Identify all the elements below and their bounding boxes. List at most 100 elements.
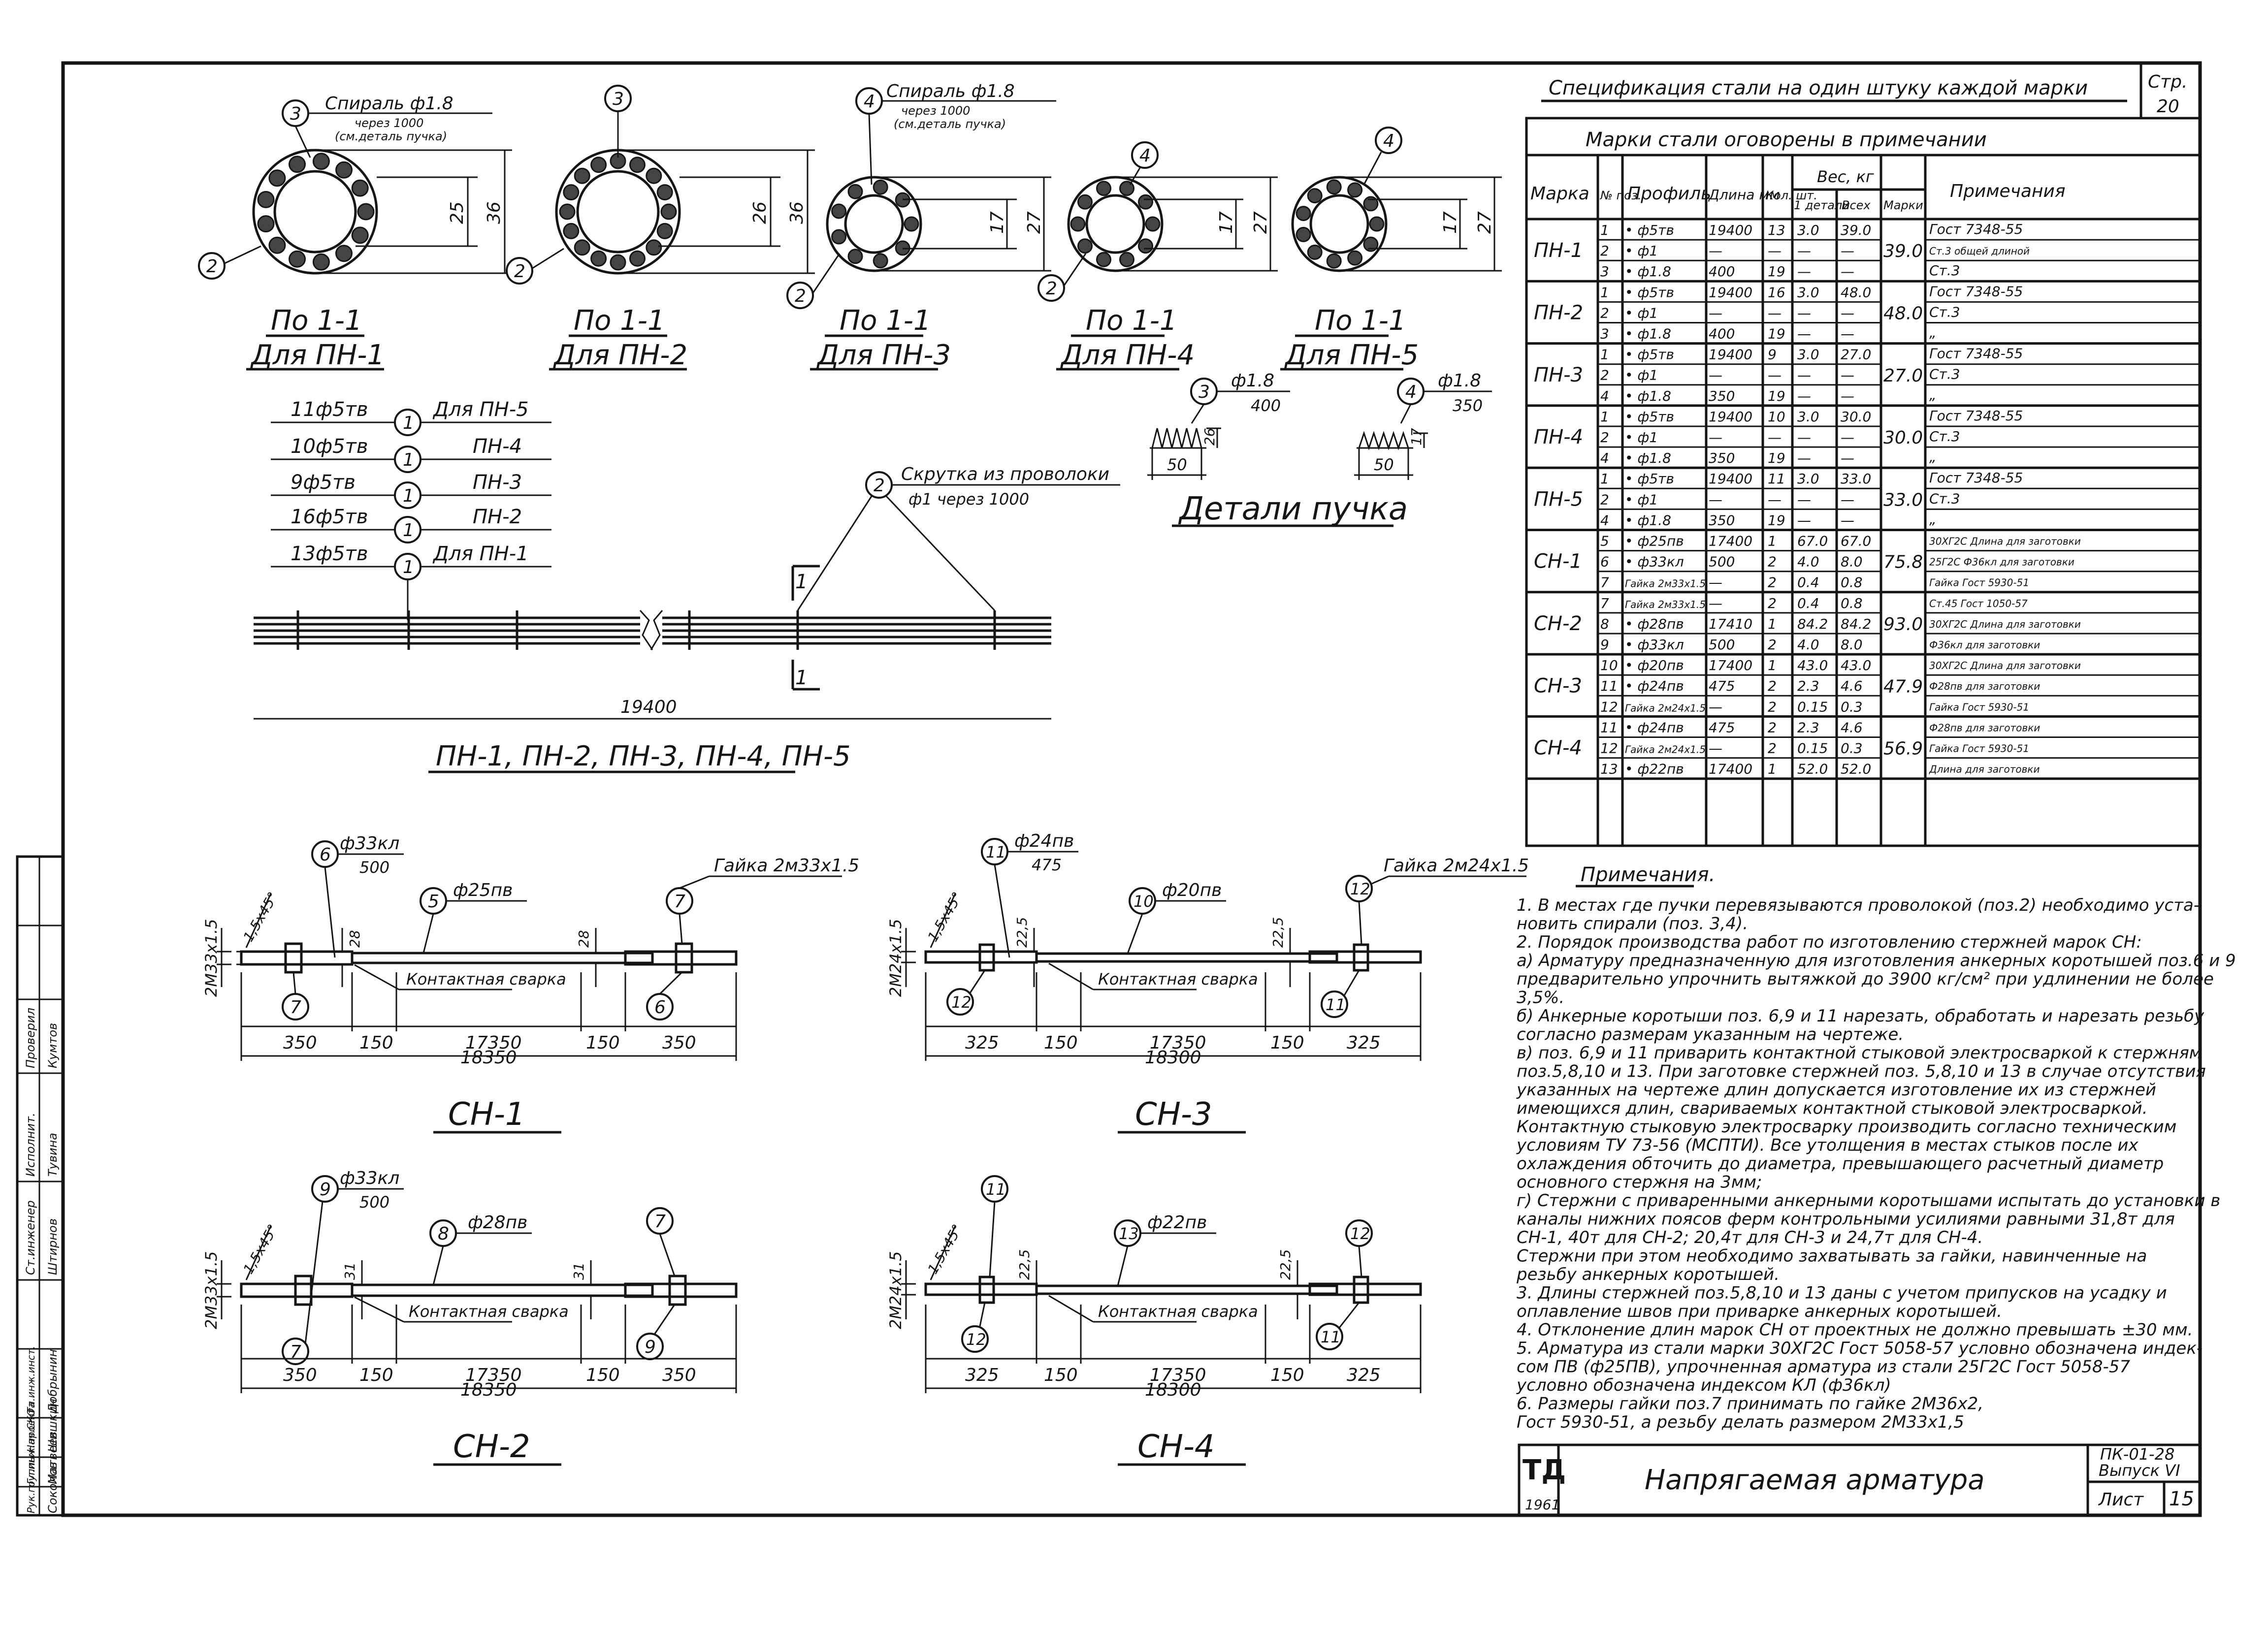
sn-1-nut: Гайка 2м33х1.5	[714, 856, 859, 876]
sn-3-nut: Гайка 2м24х1.5	[1384, 856, 1529, 876]
spec-cell: 0.15	[1797, 699, 1828, 715]
spec-cell: • ф33кл	[1625, 554, 1684, 570]
sn-3-dim-4: 325	[1347, 1033, 1381, 1053]
section-4-pos-top: 4	[1139, 146, 1151, 166]
spec-note-cell: Длина для заготовки	[1929, 764, 2040, 775]
stamp-role-4: Нач.СКО	[25, 1408, 37, 1452]
section-5-d2: 27	[1475, 211, 1495, 234]
spec-note-cell: 30ХГ2С Длина для заготовки	[1929, 660, 2081, 671]
sn-1-dim-4: 350	[662, 1033, 696, 1053]
spec-mark: ПН-1	[1534, 239, 1583, 262]
sn-3-dim-2: 17350	[1150, 1033, 1206, 1053]
note-line: условно обозначена индексом КЛ (ф36кл)	[1516, 1375, 1891, 1395]
spec-cell: 67.0	[1841, 533, 1871, 549]
spec-cell: 6	[1600, 554, 1609, 570]
spec-cell: 2	[1768, 595, 1777, 611]
note-line: поз.5,8,10 и 13. При заготовке стержней …	[1517, 1062, 2206, 1082]
spec-mark: ПН-5	[1534, 488, 1583, 511]
wire	[873, 253, 888, 269]
sn-3-dim-1: 150	[1044, 1033, 1078, 1053]
note-line: каналы нижних поясов ферм контрольными у…	[1517, 1210, 2175, 1229]
sn-2-weld: Контактная сварка	[409, 1302, 569, 1321]
spec-cell: 400	[1709, 263, 1735, 280]
sn-4-mid-rod: ф22пв	[1147, 1213, 1207, 1233]
note-line: основного стержня на 3мм;	[1517, 1173, 1762, 1192]
spec-cell: 19	[1768, 388, 1785, 404]
spec-cell: —	[1797, 243, 1811, 259]
sn-2-total: 18350	[460, 1380, 517, 1400]
sheet-label: Лист	[2098, 1490, 2144, 1510]
spec-cell: 8.0	[1841, 637, 1863, 653]
sn-3-thread: 2М24х1.5	[886, 919, 905, 997]
spec-cell: 500	[1709, 637, 1735, 653]
wire	[1326, 253, 1342, 269]
note-line: 1. В местах где пучки перевязываются про…	[1517, 895, 2200, 915]
spec-cell: —	[1841, 263, 1854, 280]
detail-b-len: 350	[1453, 396, 1483, 415]
wire	[904, 216, 919, 232]
sn-4-mid-pos: 13	[1119, 1224, 1139, 1243]
spec-cell: 43.0	[1841, 657, 1871, 673]
spec-cell: • ф25пв	[1625, 533, 1684, 549]
spec-cell: —	[1841, 450, 1854, 466]
note-line: 3,5%.	[1517, 988, 1564, 1008]
section-3-caption-2: Для ПН-3	[816, 339, 951, 371]
page-label: Стр.	[2148, 72, 2187, 92]
spec-cell: —	[1797, 388, 1811, 404]
spec-cell: • ф1	[1625, 429, 1658, 446]
sn-4-chamfer: 1,5х45°	[924, 1221, 966, 1277]
section-5-caption-1: По 1-1	[1315, 305, 1406, 337]
bundle-length: 19400	[620, 697, 677, 717]
spec-cell: • ф1	[1625, 491, 1658, 508]
spec-cell: 350	[1709, 388, 1735, 404]
spec-cell: 19	[1768, 263, 1785, 280]
section-4-caption-1: По 1-1	[1086, 305, 1177, 337]
section-2-d2: 36	[787, 201, 807, 224]
spec-cell: 3.0	[1797, 471, 1819, 487]
spec-cell: • ф33кл	[1625, 637, 1684, 653]
spec-cell: 84.2	[1841, 616, 1871, 632]
wire	[847, 184, 863, 199]
sn-1-end-rod: ф33кл	[340, 833, 399, 854]
sn-4-lb-left: 12	[966, 1330, 986, 1349]
sn-2-lb-left: 7	[290, 1342, 301, 1362]
sn-1-caption: СН-1	[448, 1096, 525, 1133]
spec-cell: —	[1797, 429, 1811, 446]
spec-cell: —	[1841, 429, 1854, 446]
legend-row: 16ф5тв 1 ПН-2	[271, 506, 551, 543]
spec-cell: 2	[1768, 740, 1777, 757]
spec-cell: —	[1709, 740, 1722, 757]
sn-2-h-left: 31	[342, 1262, 358, 1280]
spec-cell: 0.4	[1797, 575, 1819, 591]
spec-mark: ПН-3	[1534, 364, 1583, 386]
sn-3-nut-pos: 12	[1350, 880, 1370, 898]
spec-mark-total: 75.8	[1883, 552, 1923, 573]
wire-ring	[1296, 179, 1385, 269]
spec-cell: —	[1841, 243, 1854, 259]
spec-cell: 13	[1768, 222, 1785, 238]
wire	[1138, 194, 1153, 210]
spec-cell: 17400	[1709, 761, 1752, 777]
spec-cell: 17400	[1709, 657, 1752, 673]
sn-3-mid-rod: ф20пв	[1162, 880, 1222, 900]
spec-note-cell: Гост 7348-55	[1929, 221, 2023, 237]
spec-subtitle: Марки стали оговорены в примечании	[1586, 128, 1987, 151]
sn-2-mid-rod: ф28пв	[468, 1213, 527, 1233]
drawing-code: ПК-01-28	[2100, 1445, 2174, 1464]
spec-cell: 10	[1768, 409, 1785, 425]
note-line: согласно размерам указанным на чертеже.	[1517, 1025, 1904, 1045]
note-line: Гост 5930-51, а резьбу делать размером 2…	[1517, 1412, 1964, 1432]
spec-cell: 1	[1600, 222, 1609, 238]
sn-1-mid-rod: ф25пв	[453, 880, 513, 900]
wire	[1363, 236, 1379, 252]
section-1-ann-0: Спираль ф1.8	[325, 94, 454, 114]
spec-note-cell: Гост 7348-55	[1929, 470, 2023, 486]
spec-mark-total: 27.0	[1883, 366, 1923, 386]
sn-3-dim-3: 150	[1270, 1033, 1304, 1053]
sn-1-dim-2: 17350	[465, 1033, 522, 1053]
spec-cell: 13	[1600, 761, 1618, 777]
spec-h-notes: Примечания	[1950, 181, 2066, 201]
spec-h-mark: Марка	[1530, 184, 1589, 204]
spec-cell: • ф5тв	[1625, 222, 1674, 238]
wire	[357, 203, 375, 221]
